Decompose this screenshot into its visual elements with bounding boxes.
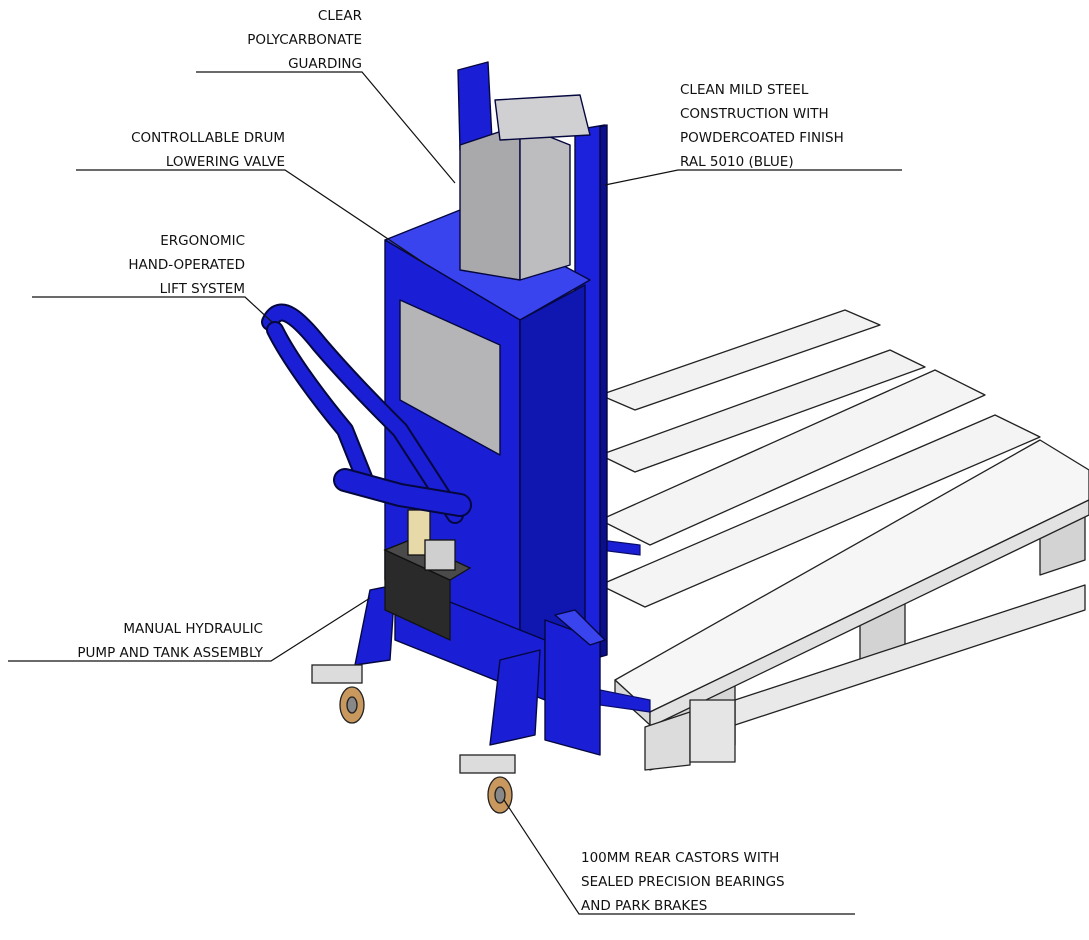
callout-line: GUARDING (288, 56, 362, 72)
leader-lines (8, 71, 902, 915)
callout-line: ERGONOMIC (160, 233, 245, 249)
body-window (399, 299, 501, 456)
pallet-front-edge (649, 499, 1089, 728)
castor-leg (489, 649, 541, 746)
leader-guarding (196, 71, 456, 184)
pallet-deck-board (599, 309, 881, 411)
pallet-deck-board (599, 349, 926, 473)
handle-tube (268, 323, 372, 487)
lift-handle (261, 303, 472, 524)
callout-guarding: CLEAR POLYCARBONATE GUARDING (247, 8, 362, 72)
callout-line: POLYCARBONATE (247, 32, 362, 48)
callout-construction: CLEAN MILD STEEL CONSTRUCTION WITH POWDE… (680, 82, 844, 170)
callout-line: LIFT SYSTEM (160, 281, 245, 297)
leader-castors (503, 799, 855, 915)
callout-line: CLEAN MILD STEEL (680, 82, 809, 98)
callout-line: MANUAL HYDRAULIC (123, 621, 263, 637)
callout-castors: 100MM REAR CASTORS WITH SEALED PRECISION… (581, 850, 785, 914)
pump-cylinder-body (424, 539, 456, 571)
callout-line: CONSTRUCTION WITH (680, 106, 829, 122)
pallet-block (644, 711, 691, 771)
pallet (599, 309, 1089, 771)
callout-line: PUMP AND TANK ASSEMBLY (77, 645, 263, 661)
mast-right-face (599, 124, 608, 658)
callout-line: CLEAR (318, 8, 362, 24)
polycarbonate-guard-side (519, 124, 571, 281)
castors (311, 664, 516, 814)
callout-line: LOWERING VALVE (166, 154, 285, 170)
leader-lift (32, 296, 273, 323)
callout-line: CONTROLLABLE DRUM (131, 130, 285, 146)
pallet-deck-board (599, 369, 986, 546)
pallet-deck-board (599, 414, 1041, 608)
castor-left (311, 664, 365, 724)
leader-pump (8, 597, 371, 662)
callout-valve: CONTROLLABLE DRUM LOWERING VALVE (131, 130, 285, 170)
leader-construction (604, 169, 902, 186)
callout-pump: MANUAL HYDRAULIC PUMP AND TANK ASSEMBLY (77, 621, 263, 661)
polycarbonate-guard (459, 124, 521, 281)
top-mechanism (494, 94, 591, 141)
leader-valve (76, 169, 431, 268)
forks (599, 539, 651, 713)
pallet-block (689, 699, 736, 763)
callout-line: 100MM REAR CASTORS WITH (581, 850, 779, 866)
front-leg-cap (554, 609, 606, 646)
hydraulic-pump-assembly (383, 509, 472, 642)
callout-lift: ERGONOMIC HAND-OPERATED LIFT SYSTEM (128, 233, 245, 297)
callout-line: SEALED PRECISION BEARINGS (581, 874, 785, 890)
callout-line: RAL 5010 (BLUE) (680, 154, 794, 170)
handle-tube (263, 305, 462, 522)
callout-line: HAND-OPERATED (128, 257, 245, 273)
callout-line: POWDERCOATED FINISH (680, 130, 844, 146)
handle-bracket (335, 470, 470, 515)
stacker-frame (354, 61, 608, 756)
main-body-side (519, 284, 586, 661)
callout-line: AND PARK BRAKES (581, 898, 707, 914)
